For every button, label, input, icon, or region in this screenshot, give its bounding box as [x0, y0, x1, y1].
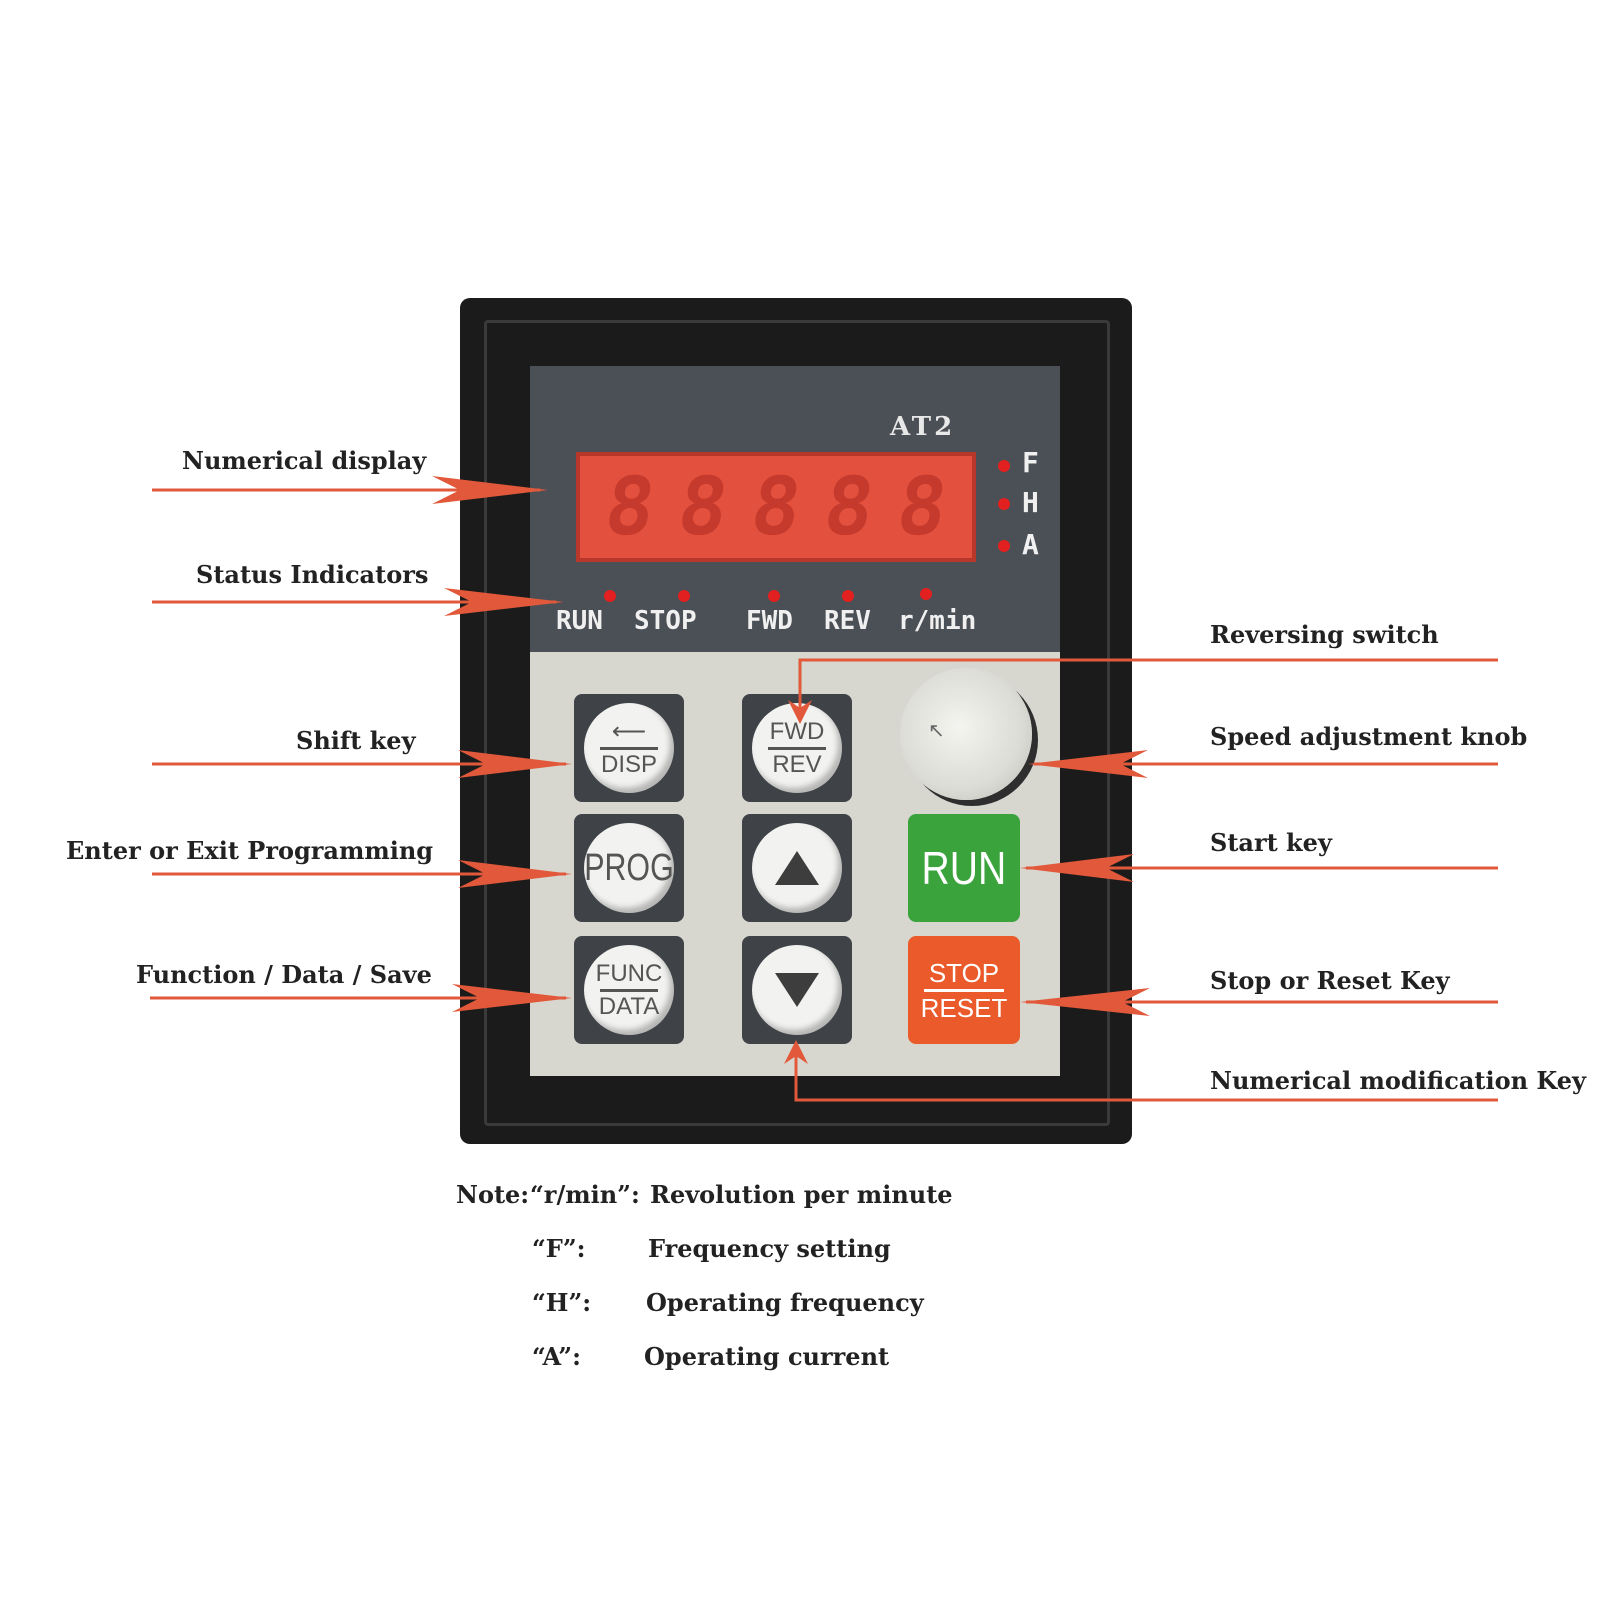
- note-key-h: “H”:: [532, 1288, 592, 1317]
- display-digit: 8: [672, 460, 734, 553]
- brand-label: AT2: [890, 412, 956, 442]
- key-divider: [924, 988, 1004, 992]
- status-led-rev: [842, 590, 854, 602]
- stop-key-label: STOP: [928, 957, 1000, 988]
- display-digit: 8: [818, 460, 880, 553]
- down-key-cap: [752, 945, 842, 1035]
- unit-label-f: F: [1022, 446, 1039, 479]
- fwd-rev-key-cap: FWD REV: [752, 703, 842, 793]
- rev-key-label: REV: [772, 750, 822, 778]
- unit-label-a: A: [1022, 528, 1039, 561]
- callout-status-indicators: Status Indicators: [196, 560, 429, 589]
- status-label-stop: STOP: [634, 606, 697, 636]
- status-led-stop: [678, 590, 690, 602]
- note-key-rpm: “r/min”:: [530, 1180, 640, 1209]
- callout-function-data-save: Function / Data / Save: [136, 960, 432, 989]
- down-triangle-icon: [775, 973, 819, 1007]
- reset-key-label: RESET: [920, 992, 1008, 1023]
- prog-key-label: PROG: [584, 847, 674, 889]
- disp-key-label: DISP: [600, 750, 657, 778]
- key-divider: [600, 746, 658, 750]
- key-divider: [768, 746, 826, 750]
- down-key[interactable]: [742, 936, 852, 1044]
- unit-label-h: H: [1022, 486, 1039, 519]
- note-desc-rpm: Revolution per minute: [650, 1180, 953, 1209]
- unit-led-a: [998, 540, 1010, 552]
- callout-speed-adjustment-knob: Speed adjustment knob: [1210, 722, 1528, 751]
- status-led-fwd: [768, 590, 780, 602]
- key-divider: [600, 988, 658, 992]
- callout-shift-key: Shift key: [296, 726, 416, 755]
- run-key[interactable]: RUN: [908, 814, 1020, 922]
- note-desc-h: Operating frequency: [646, 1288, 924, 1317]
- fwd-key-label: FWD: [769, 717, 825, 745]
- shift-disp-key[interactable]: ⟵ DISP: [574, 694, 684, 802]
- note-prefix: Note:: [456, 1180, 530, 1209]
- callout-reversing-switch: Reversing switch: [1210, 620, 1439, 649]
- note-desc-f: Frequency setting: [648, 1234, 891, 1263]
- status-led-rpm: [920, 588, 932, 600]
- func-data-key[interactable]: FUNC DATA: [574, 936, 684, 1044]
- up-triangle-icon: [775, 851, 819, 885]
- stop-reset-key[interactable]: STOP RESET: [908, 936, 1020, 1044]
- shift-arrow-icon: ⟵: [611, 717, 647, 745]
- shift-disp-key-cap: ⟵ DISP: [584, 703, 674, 793]
- status-label-rev: REV: [824, 606, 871, 636]
- callout-enter-exit-programming: Enter or Exit Programming: [66, 836, 434, 865]
- note-desc-a: Operating current: [644, 1342, 890, 1371]
- status-label-fwd: FWD: [746, 606, 793, 636]
- callout-start-key: Start key: [1210, 828, 1332, 857]
- data-key-label: DATA: [598, 992, 660, 1020]
- prog-key-cap: PROG: [584, 823, 674, 913]
- note-key-a: “A”:: [532, 1342, 581, 1371]
- callout-numerical-display: Numerical display: [182, 446, 427, 475]
- up-key[interactable]: [742, 814, 852, 922]
- keypad-bezel: [484, 320, 1110, 1126]
- unit-led-h: [998, 498, 1010, 510]
- knob-indicator-icon: ↖: [928, 720, 945, 742]
- display-digit: 8: [599, 460, 662, 553]
- note-key-f: “F”:: [532, 1234, 586, 1263]
- callout-numerical-modification-key: Numerical modification Key: [1210, 1066, 1586, 1095]
- unit-led-f: [998, 460, 1010, 472]
- callout-stop-reset-key: Stop or Reset Key: [1210, 966, 1450, 995]
- fwd-rev-key[interactable]: FWD REV: [742, 694, 852, 802]
- display-digit: 8: [891, 460, 953, 553]
- speed-adjustment-knob[interactable]: [900, 668, 1032, 800]
- func-data-key-cap: FUNC DATA: [584, 945, 674, 1035]
- prog-key[interactable]: PROG: [574, 814, 684, 922]
- func-key-label: FUNC: [595, 959, 663, 987]
- status-label-run: RUN: [556, 606, 603, 636]
- up-key-cap: [752, 823, 842, 913]
- display-digit: 8: [745, 460, 807, 553]
- status-label-rpm: r/min: [898, 606, 977, 636]
- run-key-label: RUN: [921, 842, 1007, 894]
- numerical-display: 8 8 8 8 8: [576, 452, 976, 562]
- status-led-run: [604, 590, 616, 602]
